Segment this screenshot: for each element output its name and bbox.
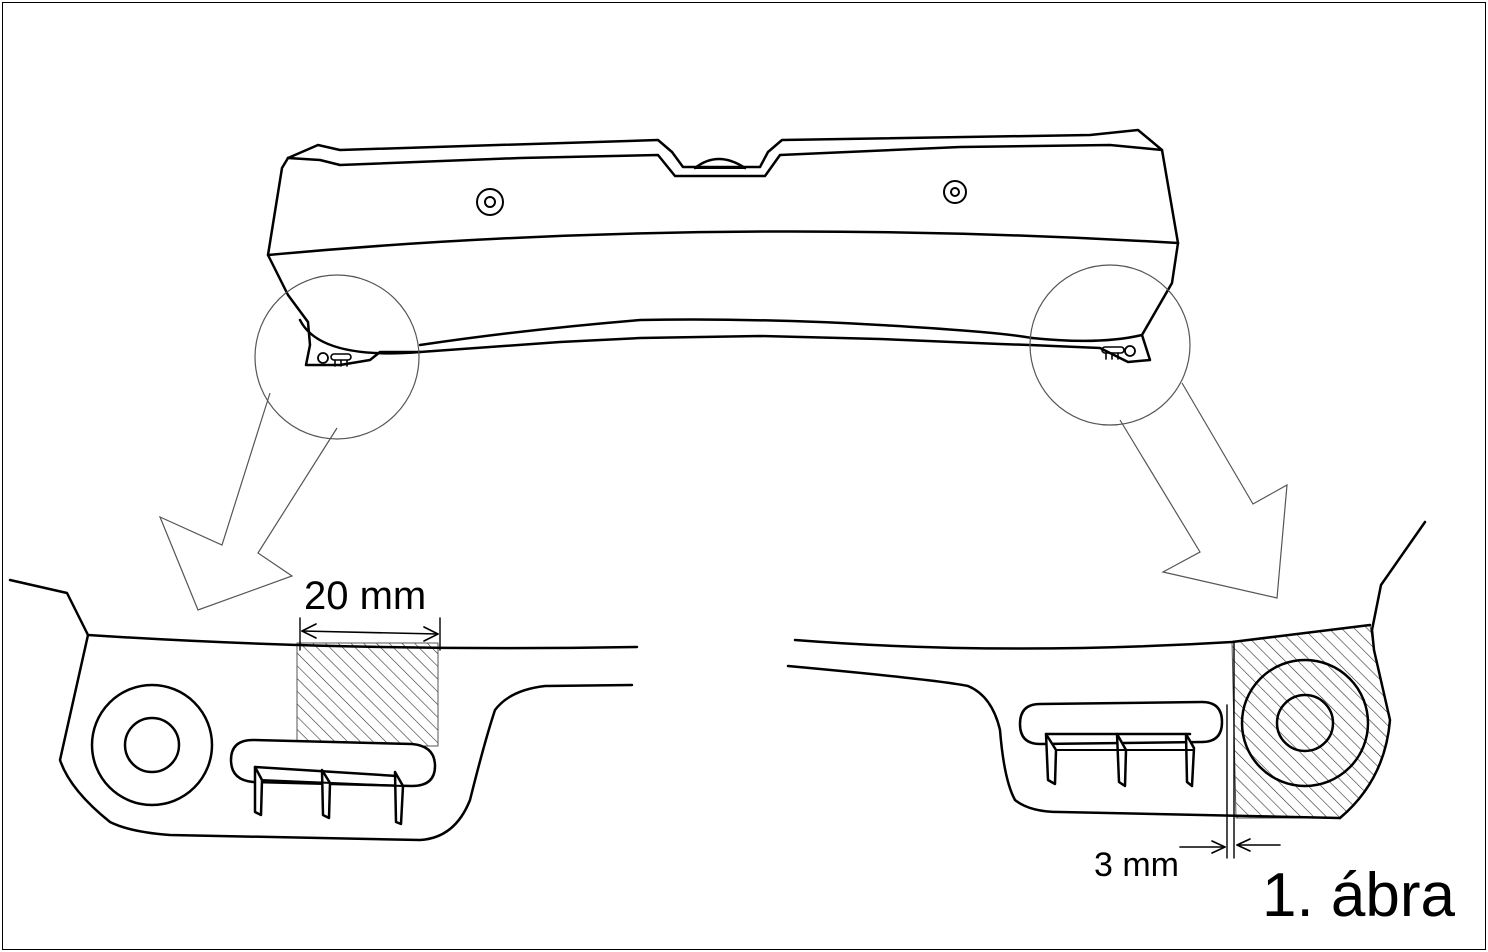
dimension-label-3mm: 3 mm [1094, 846, 1179, 884]
left-detail-circle [254, 274, 420, 440]
right-detail-view [786, 520, 1427, 859]
right-detail-circle [1029, 264, 1191, 426]
right-arrow [1119, 382, 1288, 599]
left-detail-view [8, 578, 639, 842]
left-arrow [158, 392, 338, 611]
figure-title: 1. ábra [1262, 861, 1456, 930]
dimension-label-20mm: 20 mm [304, 574, 427, 618]
bumper-top-view [266, 128, 1180, 367]
